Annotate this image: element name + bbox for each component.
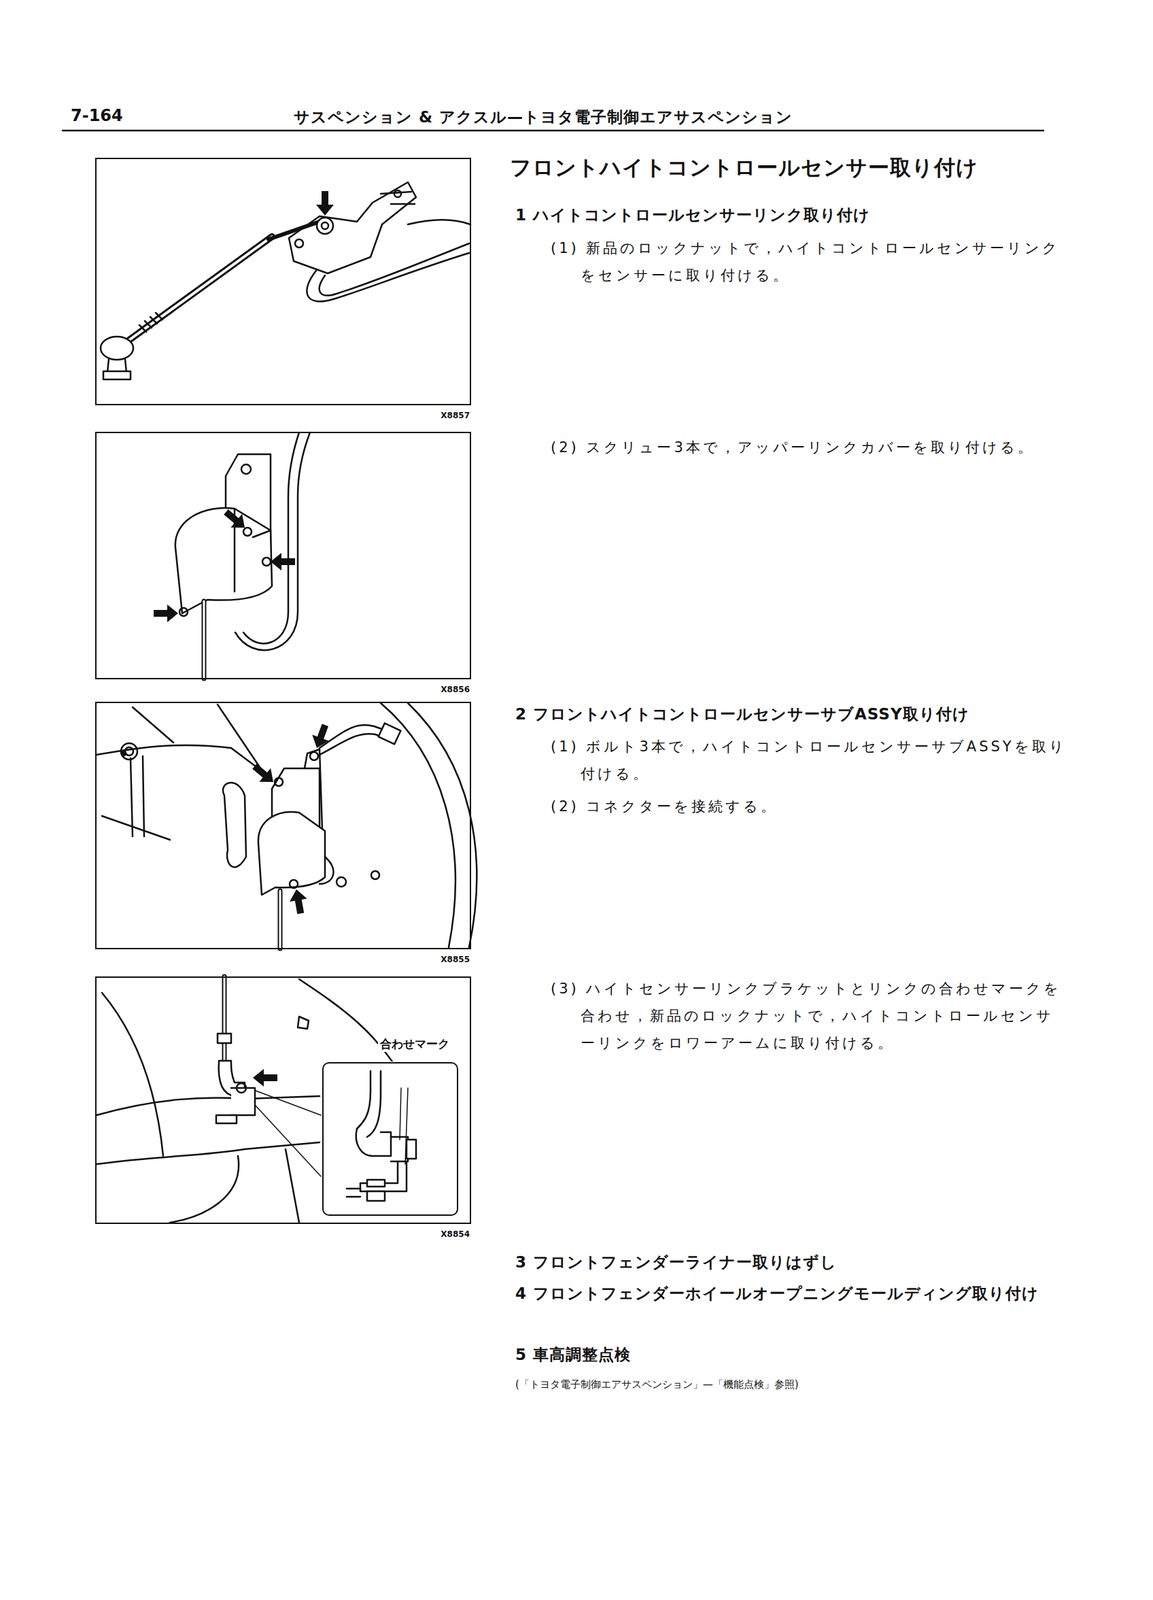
page-heading: フロントハイトコントロールセンサー取り付け	[509, 153, 1081, 183]
step-heading: 2 フロントハイトコントロールセンサーサブASSY取り付け	[515, 700, 1073, 728]
step-heading: 1 ハイトコントロールセンサーリンク取り付け	[515, 201, 1073, 229]
step-heading: 3 フロントフェンダーライナー取りはずし	[515, 1248, 1073, 1276]
step-text: (3) ハイトセンサーリンクブラケットとリンクの合わせマークを合わせ，新品のロッ…	[550, 974, 1069, 1057]
figure-code: X8857	[440, 410, 470, 421]
mark-label: 合わせマーク	[377, 1036, 452, 1052]
figure-frame: X8854合わせマーク	[95, 976, 472, 1224]
figure-code: X8856	[440, 684, 470, 695]
figure-code: X8854	[440, 1229, 470, 1239]
step-heading: 4 フロントフェンダーホイールオープニングモールディング取り付け	[515, 1279, 1073, 1307]
cover-figure	[153, 432, 311, 679]
sensor-assy-figure	[96, 702, 477, 949]
step-text: (2) コネクターを接続する。	[550, 792, 1069, 820]
figure-code: X8855	[440, 954, 470, 965]
sensor-link-figure	[100, 182, 471, 380]
lower-arm-figure	[96, 976, 457, 1223]
figure-frame: X8855	[95, 701, 472, 950]
step-text: (「トヨタ電子制御エアサスペンション」—「機能点検」参照)	[515, 1375, 1073, 1393]
inset-box: 合わせマーク	[322, 1061, 459, 1216]
figure-frame: X8857	[95, 157, 472, 406]
page-header: サスペンション & アクスル—トヨタ電子制御エアサスペンション	[293, 103, 906, 131]
step-text: (1) 新品のロックナットで，ハイトコントロールセンサーリンクをセンサーに取り付…	[550, 234, 1069, 289]
page-header: 7-164	[70, 101, 180, 130]
step-text: (1) ボルト3本で，ハイトコントロールセンサーサブASSYを取り付ける。	[550, 732, 1069, 788]
step-text: (2) スクリュー3本で，アッパーリンクカバーを取り付ける。	[550, 433, 1069, 461]
step-heading: 5 車高調整点検	[515, 1340, 1073, 1368]
figure-frame: X8856	[95, 431, 472, 680]
